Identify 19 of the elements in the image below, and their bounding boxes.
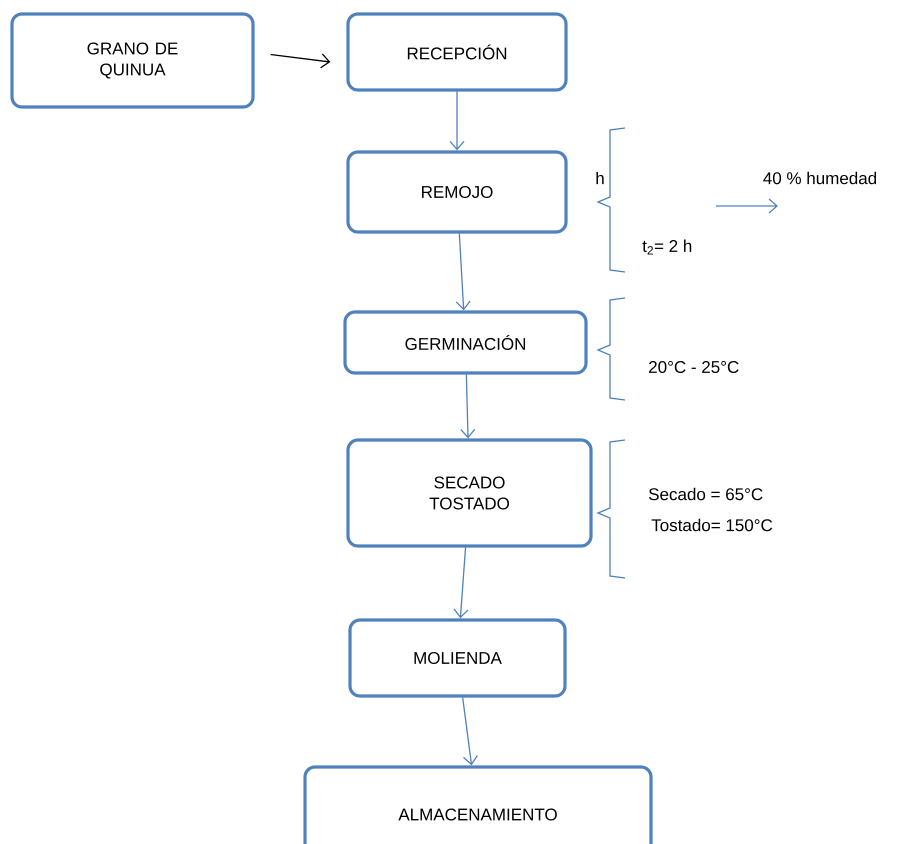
arrow <box>460 374 476 438</box>
annotation: Tostado= 150°C <box>652 518 772 532</box>
process-box: MOLIENDA <box>348 618 567 698</box>
arrow <box>462 698 478 766</box>
process-box: RECEPCIÓN <box>346 12 568 92</box>
process-box: ALMACENAMIENTO <box>303 765 653 844</box>
annotation: t$_{2}$= 2 h <box>642 240 692 254</box>
process-box: SECADO TOSTADO <box>346 438 593 548</box>
annotation: 40 % humedad <box>763 172 876 184</box>
annotation: 20°C - 25°C <box>649 360 739 374</box>
arrow <box>450 92 464 150</box>
arrow <box>456 234 471 310</box>
arrow <box>454 548 468 618</box>
annotation: Secado = 65°C <box>648 488 763 500</box>
annotation: h <box>596 172 604 184</box>
arrow <box>270 54 330 68</box>
process-box: GERMINACIÓN <box>343 310 588 375</box>
process-box: REMOJO <box>346 150 568 234</box>
process-box: GRANO DE QUINUA <box>10 12 255 109</box>
